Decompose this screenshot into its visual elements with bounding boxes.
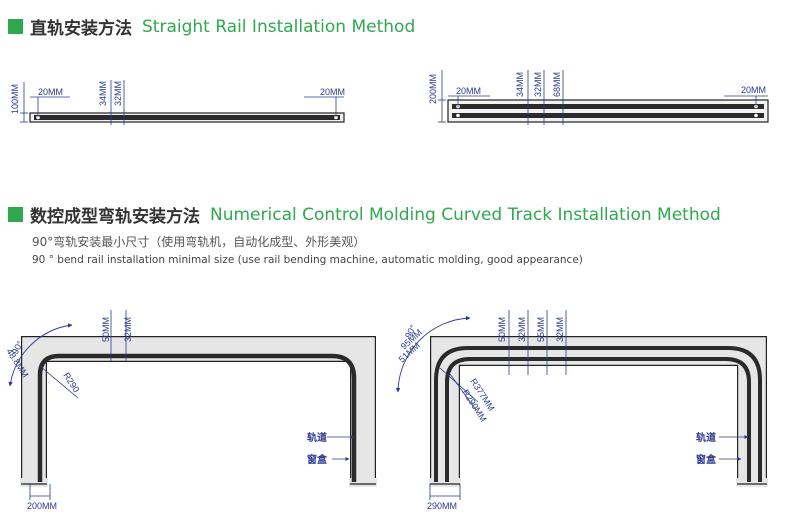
rail-track-front — [452, 104, 764, 109]
section-curved-track-heading: 数控成型弯轨安装方法 Numerical Control Molding Cur… — [8, 202, 721, 227]
section-title-en: Numerical Control Molding Curved Track I… — [210, 204, 721, 225]
radius-label: R290 — [61, 371, 81, 394]
left-offset-label: 20MM — [38, 87, 63, 97]
rail-label: 轨道 — [307, 431, 327, 444]
height-dim-label: 100MM — [10, 84, 20, 114]
bottom-dim-label: 290MM — [427, 501, 457, 511]
window-box-fill — [22, 337, 375, 485]
top-dim-label-32: 32MM — [123, 317, 133, 342]
rail-track-back — [452, 113, 764, 118]
right-offset-label: 20MM — [320, 87, 345, 97]
straight-rail-diagram-single: 100MM 20MM 34MM 32MM 20MM — [10, 80, 345, 125]
end-cap-icon — [456, 113, 460, 118]
rail-track — [34, 115, 340, 120]
subtitle-en: 90 ° bend rail installation minimal size… — [32, 254, 583, 266]
box-label: 窗盒 — [696, 453, 717, 466]
top-dim-label-55: 55MM — [536, 317, 546, 342]
top-dim-label-50: 50MM — [101, 317, 111, 342]
window-box-outline — [447, 99, 769, 123]
subtitle-zh: 90°弯轨安装最小尺寸（使用弯轨机，自动化成型、外形美观） — [32, 235, 366, 249]
bottom-dim-label: 200MM — [27, 501, 57, 511]
green-square-icon — [8, 207, 23, 222]
curved-track-diagram-double: 90° 95MM 51MM R377MM R290MM 50MM 32MM 55… — [395, 310, 768, 511]
end-cap-icon — [36, 115, 40, 120]
height-dim-label: 200MM — [428, 74, 438, 104]
mid-dim-label-68: 68MM — [552, 72, 562, 97]
left-offset-label: 20MM — [456, 86, 481, 96]
section-title-en: Straight Rail Installation Method — [142, 16, 416, 37]
section-title-zh: 数控成型弯轨安装方法 — [30, 207, 200, 227]
angle-arc — [395, 315, 471, 393]
top-dim-label-32: 32MM — [517, 317, 527, 342]
section-title-zh: 直轨安装方法 — [30, 19, 132, 39]
straight-rail-diagram-double: 200MM 20MM 34MM 32MM 68MM 20MM — [428, 70, 769, 125]
mid-dim-label-34: 34MM — [98, 81, 108, 106]
angle-arc — [8, 323, 73, 387]
right-offset-label: 20MM — [741, 85, 766, 95]
mid-dim-label-32: 32MM — [113, 81, 123, 106]
green-square-icon — [8, 19, 23, 34]
end-cap-icon — [334, 115, 338, 120]
box-label: 窗盒 — [307, 453, 328, 466]
mid-dim-label-34: 34MM — [515, 72, 525, 97]
top-dim-label-32b: 32MM — [555, 317, 565, 342]
mid-dim-label-32: 32MM — [533, 72, 543, 97]
top-dim-label-50: 50MM — [497, 317, 507, 342]
end-cap-icon — [754, 113, 758, 118]
curved-track-diagram-single: 90° 48.8MM R290 50MM 32MM 轨道 窗盒 200MM — [4, 310, 377, 511]
section-straight-rail-heading: 直轨安装方法 Straight Rail Installation Method — [8, 14, 415, 39]
rail-label: 轨道 — [696, 431, 716, 444]
